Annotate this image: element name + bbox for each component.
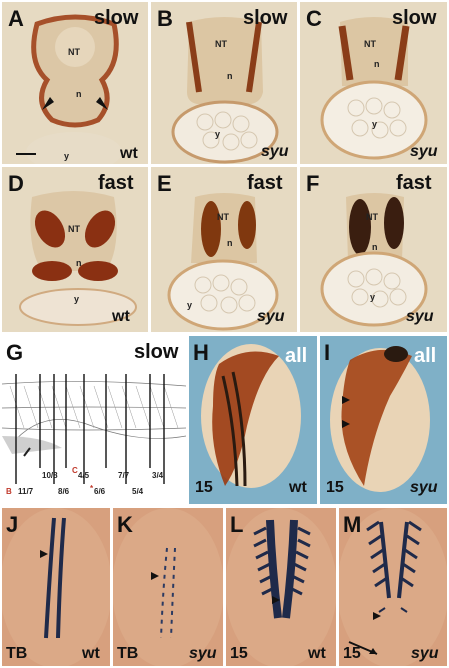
panel-g: G slow 10/8 4/5 7/7 3/4 11/7 8/6 6/6 5/4… bbox=[2, 336, 186, 504]
panel-d-nt: NT bbox=[68, 224, 80, 234]
panel-h: H all 15 wt bbox=[189, 336, 317, 504]
panel-f-nt: NT bbox=[366, 212, 378, 222]
panel-g-marker-c: C bbox=[72, 466, 78, 475]
panel-m: M 15 syu bbox=[339, 508, 447, 666]
panel-k-genotype: syu bbox=[189, 645, 217, 662]
panel-f-y: y bbox=[370, 292, 376, 302]
panel-f-letter: F bbox=[306, 171, 320, 196]
panel-e-type: fast bbox=[247, 172, 283, 194]
panel-l-genotype: wt bbox=[308, 645, 326, 662]
panel-d-genotype: wt bbox=[112, 308, 130, 325]
panel-e-y: y bbox=[187, 300, 193, 310]
panel-h-genotype: wt bbox=[289, 479, 307, 496]
panel-g-diagram bbox=[2, 374, 186, 484]
panel-c-n: n bbox=[374, 59, 380, 69]
panel-f-n: n bbox=[372, 242, 378, 252]
panel-i-genotype: syu bbox=[410, 479, 438, 496]
panel-a-image bbox=[16, 14, 122, 164]
panel-j-letter: J bbox=[6, 512, 19, 537]
panel-b: B slow NT n y syu bbox=[151, 2, 297, 164]
panel-k-image bbox=[113, 508, 223, 666]
panel-c-image bbox=[320, 17, 428, 160]
panel-d-letter: D bbox=[8, 171, 24, 196]
panel-l: L 15 wt bbox=[226, 508, 336, 666]
panel-g-count-bottom-3: 6/6 bbox=[94, 487, 106, 496]
panel-c-letter: C bbox=[306, 6, 322, 31]
panel-f-type: fast bbox=[396, 172, 432, 194]
panel-g-count-bottom-4: 5/4 bbox=[132, 487, 144, 496]
panel-b-genotype: syu bbox=[261, 143, 289, 160]
panel-a-n: n bbox=[76, 89, 82, 99]
panel-b-type: slow bbox=[243, 7, 288, 29]
panel-d-y: y bbox=[74, 294, 80, 304]
panel-e-n: n bbox=[227, 238, 233, 248]
panel-g-count-top-3: 7/7 bbox=[118, 471, 130, 480]
panel-c-type: slow bbox=[392, 7, 437, 29]
panel-c: C slow NT n y syu bbox=[300, 2, 447, 164]
panel-a-genotype: wt bbox=[120, 145, 138, 162]
panel-m-genotype: syu bbox=[411, 645, 439, 662]
panel-i: I all 15 syu bbox=[320, 336, 447, 504]
panel-g-marker-star: * bbox=[90, 484, 94, 493]
panel-i-letter: I bbox=[324, 340, 331, 365]
panel-i-stage: 15 bbox=[326, 479, 344, 496]
panel-e-nt: NT bbox=[217, 212, 229, 222]
panel-h-stage: 15 bbox=[195, 479, 213, 496]
panel-d: D fast NT n y wt bbox=[2, 167, 148, 332]
panel-m-stage: 15 bbox=[343, 645, 361, 662]
panel-a: A slow NT n y wt bbox=[2, 2, 148, 164]
panel-b-letter: B bbox=[157, 6, 173, 31]
panel-h-type: all bbox=[285, 345, 308, 367]
panel-f-genotype: syu bbox=[406, 308, 434, 325]
panel-j-genotype: wt bbox=[82, 645, 100, 662]
panel-a-type: slow bbox=[94, 7, 139, 29]
panel-f-image bbox=[320, 193, 428, 327]
panel-k-letter: K bbox=[117, 512, 133, 537]
panel-f: F fast NT n y syu bbox=[300, 167, 447, 332]
panel-a-y: y bbox=[64, 151, 70, 161]
panel-i-image bbox=[330, 346, 430, 492]
panel-l-letter: L bbox=[230, 512, 244, 537]
panel-g-marker-b: B bbox=[6, 487, 12, 496]
panel-b-image bbox=[171, 17, 279, 164]
panel-d-type: fast bbox=[98, 172, 134, 194]
panel-i-type: all bbox=[414, 345, 437, 367]
panel-h-letter: H bbox=[193, 340, 209, 365]
panel-c-nt: NT bbox=[364, 39, 376, 49]
panel-g-count-bottom-1: 11/7 bbox=[18, 487, 34, 496]
panel-l-image bbox=[226, 508, 336, 666]
panel-g-count-top-1: 10/8 bbox=[42, 471, 58, 480]
panel-j-image bbox=[2, 508, 110, 666]
panel-g-count-bottom-2: 8/6 bbox=[58, 487, 70, 496]
panel-a-nt: NT bbox=[68, 47, 80, 57]
panel-e-genotype: syu bbox=[257, 308, 285, 325]
panel-m-letter: M bbox=[343, 512, 362, 537]
panel-b-nt: NT bbox=[215, 39, 227, 49]
panel-k-stage: TB bbox=[117, 645, 139, 662]
panel-j-stage: TB bbox=[6, 645, 28, 662]
panel-h-image bbox=[201, 344, 301, 488]
panel-k: K TB syu bbox=[113, 508, 223, 666]
panel-a-letter: A bbox=[8, 6, 24, 31]
panel-b-n: n bbox=[227, 71, 233, 81]
panel-d-image bbox=[19, 191, 137, 326]
panel-l-stage: 15 bbox=[230, 645, 248, 662]
panel-g-count-top-4: 3/4 bbox=[152, 471, 164, 480]
panel-g-count-top-2: 4/5 bbox=[78, 471, 90, 480]
panel-j: J TB wt bbox=[2, 508, 110, 666]
panel-b-y: y bbox=[215, 129, 221, 139]
panel-m-image bbox=[339, 508, 447, 666]
panel-g-letter: G bbox=[6, 340, 24, 365]
panel-g-type: slow bbox=[134, 341, 179, 363]
panel-e-letter: E bbox=[157, 171, 172, 196]
panel-c-genotype: syu bbox=[410, 143, 438, 160]
panel-e: E fast NT n y syu bbox=[151, 167, 297, 332]
panel-d-n: n bbox=[76, 258, 82, 268]
panel-c-y: y bbox=[372, 119, 378, 129]
panel-e-image bbox=[167, 193, 279, 331]
